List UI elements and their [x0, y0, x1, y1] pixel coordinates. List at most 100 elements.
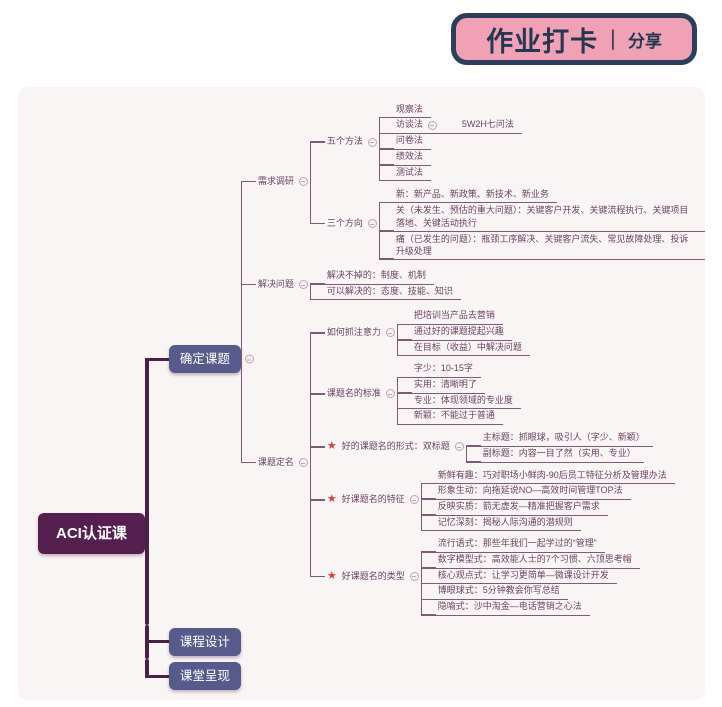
- leaf-row: 新颖：不能过于普通: [396, 409, 521, 426]
- node-label: 5W2H七问法: [461, 119, 514, 130]
- leaf-node[interactable]: 副标题：内容一目了然（实用、专业）: [480, 447, 644, 463]
- leaf-row: 流行语式：那些年我们一起学过的“管理”: [420, 537, 640, 553]
- leaf-node[interactable]: 可以解决的：态度、技能、知识: [324, 285, 461, 301]
- collapse-icon[interactable]: [385, 328, 395, 338]
- node-label: 确定课题: [179, 352, 230, 367]
- node-five-methods[interactable]: 五个方法: [325, 135, 379, 149]
- children-group: 字少：10-15字 实用：清晰明了 专业：体现领域的专业度 新颖：不能过于普通: [396, 362, 521, 426]
- leaf-node[interactable]: 数字模型式：高效能人士的7个习惯、六顶思考帽: [435, 553, 640, 569]
- star-icon: ★: [326, 569, 337, 582]
- node-label: 解决问题: [257, 278, 294, 289]
- mindmap: ACI认证课 确定课题 需求调研: [18, 87, 705, 700]
- leaf-row: 测试法: [378, 165, 522, 182]
- node-label: 实用：清晰明了: [413, 379, 477, 390]
- mindmap-tree: ACI认证课 确定课题 需求调研: [38, 94, 705, 693]
- branch-title-standards: 课题名的标准 字少：10-15字 实用：清晰明了 专业：体现领域的专业度: [309, 359, 675, 428]
- subtree: 课题定名 如何抓注意力 把培训当产品去营销: [256, 306, 675, 618]
- node-label: ACI认证课: [56, 524, 127, 542]
- leaf-row: 反映实质：箭无虚发—精准把握客户需求: [420, 499, 675, 516]
- node-grab-attention[interactable]: 如何抓注意力: [325, 326, 397, 340]
- node-label: 可以解决的：态度、技能、知识: [326, 285, 453, 296]
- leaf-row: 新鲜有趣：巧对职场小鲜肉-90后员工特征分析及管理办法: [420, 469, 675, 485]
- node-label: 解决不掉的：制度、机制: [326, 269, 426, 280]
- node-root[interactable]: ACI认证课: [38, 512, 145, 555]
- leaf-node[interactable]: 把培训当产品去营销: [411, 309, 503, 325]
- leaf-row: 实用：清晰明了: [396, 378, 521, 394]
- leaf-node[interactable]: 5W2H七问法: [459, 118, 522, 135]
- leaf-node[interactable]: 绩效法: [393, 150, 431, 166]
- subtree: ★ 好课题名的类型 流行语式：那些年我们一起学过的“管理” 数字模型式：高效能人…: [325, 537, 640, 616]
- leaf-node[interactable]: 解决不掉的：制度、机制: [324, 269, 434, 285]
- leaf-node[interactable]: 通过好的课题提起兴趣: [411, 325, 512, 341]
- node-interview-method[interactable]: 访谈法: [393, 118, 445, 135]
- collapse-icon[interactable]: [385, 389, 395, 399]
- leaf-row: 访谈法 5W2H七问法: [378, 118, 522, 135]
- collapse-icon[interactable]: [427, 120, 437, 130]
- children-group: 新：新产品、新政策、新技术、新业务 关（未发生、预估的重大问题）：关键客户开发、…: [378, 187, 705, 261]
- node-label: 新颖：不能过于普通: [413, 410, 495, 421]
- node-label: 新鲜有趣：巧对职场小鲜肉-90后员工特征分析及管理办法: [437, 469, 667, 480]
- node-title-types[interactable]: ★ 好课题名的类型: [325, 570, 421, 584]
- children-group: 5W2H七问法: [444, 118, 522, 135]
- collapse-icon[interactable]: [367, 137, 377, 147]
- collapse-icon[interactable]: [454, 442, 464, 452]
- leaf-node[interactable]: 在目标（收益）中解决问题: [411, 341, 530, 357]
- children-group: 流行语式：那些年我们一起学过的“管理” 数字模型式：高效能人士的7个习惯、六顶思…: [420, 537, 640, 616]
- leaf-node[interactable]: 测试法: [393, 166, 431, 182]
- leaf-node[interactable]: 新鲜有趣：巧对职场小鲜肉-90后员工特征分析及管理办法: [435, 469, 675, 485]
- leaf-node[interactable]: 关（未发生、预估的重大问题）：关键客户开发、关键流程执行、关键项目落地、关键活动…: [393, 203, 705, 232]
- leaf-node[interactable]: 流行语式：那些年我们一起学过的“管理”: [435, 537, 605, 553]
- leaf-row: 绩效法: [378, 149, 522, 166]
- leaf-node[interactable]: 痛（已发生的问题）：瓶颈工序解决、关键客户流失、常见故障处理、投诉升级处理: [393, 232, 705, 260]
- node-classroom-presentation[interactable]: 课堂呈现: [168, 661, 241, 691]
- node-label: 关（未发生、预估的重大问题）：关键客户开发、关键流程执行、关键项目落地、关键活动…: [395, 205, 689, 228]
- collapse-icon[interactable]: [409, 571, 419, 581]
- branch-title-form: ★ 好的课题名的形式：双标题 主标题：抓眼球，吸引人（字少、新颖） 副标题：内容…: [309, 428, 675, 466]
- leaf-node[interactable]: 字少：10-15字: [411, 362, 481, 379]
- leaf-node[interactable]: 观察法: [393, 103, 431, 119]
- node-solve-problems[interactable]: 解决问题: [256, 278, 310, 292]
- branch-needs-research: 需求调研 五个方法 观察法: [240, 97, 705, 267]
- collapse-icon[interactable]: [244, 354, 254, 364]
- subtree: 解决问题 解决不掉的：制度、机制 可以解决的：态度、技能、知识: [256, 269, 461, 301]
- node-label: 字少：10-15字: [413, 363, 473, 374]
- leaf-node[interactable]: 新：新产品、新政策、新技术、新业务: [393, 187, 557, 204]
- node-label: 需求调研: [257, 175, 294, 186]
- branch-three-directions: 三个方向 新：新产品、新政策、新技术、新业务 关（未发生、预估的重大问题）：关键…: [309, 184, 705, 263]
- leaf-node[interactable]: 博眼球式：5分钟教会你写总结: [435, 584, 568, 600]
- leaf-node[interactable]: 隐喻式：沙中淘金—电话营销之心法: [435, 600, 590, 616]
- branch-title-types: ★ 好课题名的类型 流行语式：那些年我们一起学过的“管理” 数字模型式：高效能人…: [309, 534, 675, 618]
- node-title-traits[interactable]: ★ 好课题名的特征: [325, 493, 421, 507]
- leaf-node[interactable]: 形象生动：向拖延说NO—高效时间管理TOP法: [435, 484, 631, 500]
- leaf-node[interactable]: 记忆深刻：揭秘人际沟通的潜规则: [435, 516, 581, 532]
- node-define-topic[interactable]: 确定课题: [168, 345, 254, 374]
- node-needs-research[interactable]: 需求调研: [256, 175, 310, 189]
- leaf-node[interactable]: 反映实质：箭无虚发—精准把握客户需求: [435, 500, 608, 516]
- leaf-node[interactable]: 问卷法: [393, 134, 431, 150]
- leaf-node[interactable]: 新颖：不能过于普通: [411, 409, 503, 426]
- node-label: 隐喻式：沙中淘金—电话营销之心法: [437, 601, 582, 611]
- node-label: 通过好的课题提起兴趣: [413, 326, 504, 336]
- leaf-node[interactable]: 专业：体现领域的专业度: [411, 394, 521, 410]
- collapse-icon[interactable]: [409, 495, 419, 505]
- collapse-icon[interactable]: [298, 280, 308, 290]
- node-topic-naming[interactable]: 课题定名: [256, 456, 310, 470]
- children-group: 主标题：抓眼球，吸引人（字少、新颖） 副标题：内容一目了然（实用、专业）: [465, 431, 653, 463]
- leaf-node[interactable]: 主标题：抓眼球，吸引人（字少、新颖）: [480, 431, 653, 447]
- node-course-design[interactable]: 课程设计: [168, 627, 241, 656]
- children-group: 需求调研 五个方法 观察法: [240, 97, 705, 622]
- branch-grab-attention: 如何抓注意力 把培训当产品去营销 通过好的课题提起兴趣 在目标（收益）中解决问题: [309, 306, 675, 360]
- mindmap-canvas: ACI认证课 确定课题 需求调研: [18, 87, 705, 700]
- node-three-directions[interactable]: 三个方向: [325, 217, 379, 231]
- leaf-row: 博眼球式：5分钟教会你写总结: [420, 584, 640, 600]
- node-title-standards[interactable]: 课题名的标准: [325, 387, 397, 401]
- collapse-icon[interactable]: [298, 458, 308, 467]
- node-title-form[interactable]: ★ 好的课题名的形式：双标题: [325, 440, 466, 454]
- collapse-icon[interactable]: [298, 176, 308, 186]
- node-label: 好课题名的特征: [341, 494, 405, 505]
- branch-define-topic: 确定课题 需求调研 五个方法: [144, 94, 705, 625]
- leaf-node[interactable]: 实用：清晰明了: [411, 378, 485, 394]
- collapse-icon[interactable]: [367, 219, 377, 229]
- node-label: 测试法: [395, 166, 423, 177]
- leaf-node[interactable]: 核心观点式：让学习更简单—微课设计开发: [435, 569, 617, 585]
